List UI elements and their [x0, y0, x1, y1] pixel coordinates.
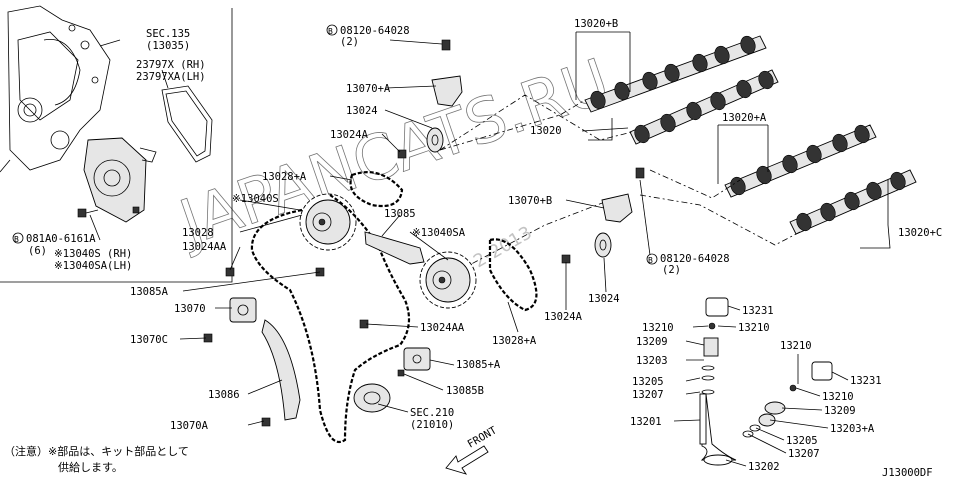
centerline-right-3: [459, 199, 611, 271]
label-sec210: SEC.210: [410, 407, 454, 419]
label-sec210-num: (21010): [410, 419, 454, 431]
gasket-23797x: [161, 85, 213, 163]
bolt-081a0-drawing: [77, 208, 99, 218]
guide-13085: [364, 231, 425, 265]
bolt-marker-left: B: [12, 232, 24, 244]
label-08120-top-qty: (2): [340, 36, 359, 48]
sensor-cover-drawing: [83, 137, 157, 223]
label-13201: 13201: [630, 416, 662, 428]
label-13070: 13070: [174, 303, 206, 315]
valve-parts-left: [699, 297, 737, 466]
label-sec135-num: (13035): [146, 40, 190, 52]
label-13024aa-left: 13024AA: [182, 241, 227, 253]
label-13020a: 13020+A: [722, 112, 767, 124]
front-cover-drawing: [0, 5, 111, 173]
label-13209-right: 13209: [824, 405, 856, 417]
leader-lines: [89, 31, 891, 467]
label-13202: 13202: [748, 461, 780, 473]
label-13020: 13020: [530, 125, 562, 137]
bolt-marker-top-letter: B: [328, 27, 333, 36]
sprocket-13040sa: [419, 251, 477, 309]
watermark: JAPANCATS.RU: [167, 44, 618, 260]
label-081a0-qty: (6): [28, 245, 47, 257]
label-13210-l1: 13210: [642, 322, 674, 334]
label-081a0: 081A0-6161A: [26, 233, 96, 245]
label-13024-right: 13024: [588, 293, 620, 305]
diagram-id: J13000DF: [882, 467, 933, 479]
valve-parts-right: [742, 361, 833, 438]
label-13070a: 13070+A: [346, 83, 391, 95]
label-13085a-plus: 13085+A: [456, 359, 501, 371]
label-13028a-bottom: 13028+A: [492, 335, 537, 347]
label-13207-right: 13207: [788, 448, 820, 460]
camshaft-13020a: [724, 124, 877, 198]
centerline-top: [439, 94, 633, 151]
sprocket-13040s: [299, 193, 357, 251]
label-13203a: 13203+A: [830, 423, 875, 435]
label-13231-left: 13231: [742, 305, 774, 317]
label-08120-right: 08120-64028: [660, 253, 730, 265]
tensioner-13085a-plus: [403, 347, 431, 371]
camshaft-13020b: [584, 35, 767, 113]
bolt-marker-left-letter: B: [14, 235, 19, 244]
label-13203: 13203: [636, 355, 668, 367]
centerline-top-2: [439, 99, 586, 151]
bolt-marker-right-letter: B: [648, 256, 653, 265]
cam-sensor-13070b: [601, 167, 645, 223]
label-13040sa: ※13040SA: [412, 227, 466, 239]
label-13207-left: 13207: [632, 389, 664, 401]
label-13205-left: 13205: [632, 376, 664, 388]
label-13024aa-mid: 13024AA: [420, 322, 465, 334]
label-13024a-top: 13024A: [330, 129, 369, 141]
label-13020c: 13020+C: [898, 227, 942, 239]
sprocket-sec210: [353, 383, 391, 413]
label-13205-right: 13205: [786, 435, 818, 447]
camshaft-13020c: [789, 169, 917, 235]
label-13028: 13028: [182, 227, 214, 239]
label-13070a-bottom: 13070A: [170, 420, 209, 432]
sprocket-13024-top: [426, 127, 444, 153]
sprocket-13024-right: [594, 232, 612, 258]
centerline-right-2: [639, 194, 801, 246]
chain-13028: [250, 194, 411, 443]
label-13086: 13086: [208, 389, 240, 401]
label-08120-right-qty: (2): [662, 264, 681, 276]
label-13085: 13085: [384, 208, 416, 220]
camshaft-13020: [629, 69, 779, 145]
label-23797xa: 23797XA(LH): [136, 71, 206, 83]
label-13024: 13024: [346, 105, 378, 117]
label-23797x: 23797X (RH): [136, 59, 206, 71]
front-arrow: FRONT: [445, 424, 499, 475]
bolt-marker-top: B: [326, 24, 338, 36]
inset-frame: [0, 8, 233, 283]
note-line-1: （注意）※部品は、キット部品として: [4, 444, 189, 458]
label-13210-l2: 13210: [738, 322, 770, 334]
chain-13028a-top: [349, 171, 404, 208]
label-13231-right: 13231: [850, 375, 882, 387]
label-sec135: SEC.135: [146, 28, 190, 40]
label-08120-top: 08120-64028: [340, 25, 410, 37]
cam-sensor-13070a: [431, 39, 463, 107]
chain-13028a-bottom: [488, 238, 538, 312]
label-13209-left: 13209: [636, 336, 668, 348]
label-13040s-rh: ※13040S (RH): [54, 248, 132, 260]
label-13210-r1: 13210: [780, 340, 812, 352]
tensioner-13070: [229, 297, 257, 323]
note-line-2: 供給します。: [58, 460, 123, 474]
label-13024a-bottom: 13024A: [544, 311, 583, 323]
guide-13086: [261, 319, 301, 421]
label-13085a: 13085A: [130, 286, 169, 298]
watermark-small: 2-2013: [470, 222, 536, 272]
label-13020b: 13020+B: [574, 18, 618, 30]
label-13040sa-lh: ※13040SA(LH): [54, 260, 132, 272]
label-13085b: 13085B: [446, 385, 484, 397]
label-13070c: 13070C: [130, 334, 168, 346]
label-13028a: 13028+A: [262, 171, 307, 183]
label-13040s: ※13040S: [232, 193, 279, 205]
bolt-marker-right: B: [646, 253, 658, 265]
label-13070b: 13070+B: [508, 195, 552, 207]
label-13210-r2: 13210: [822, 391, 854, 403]
